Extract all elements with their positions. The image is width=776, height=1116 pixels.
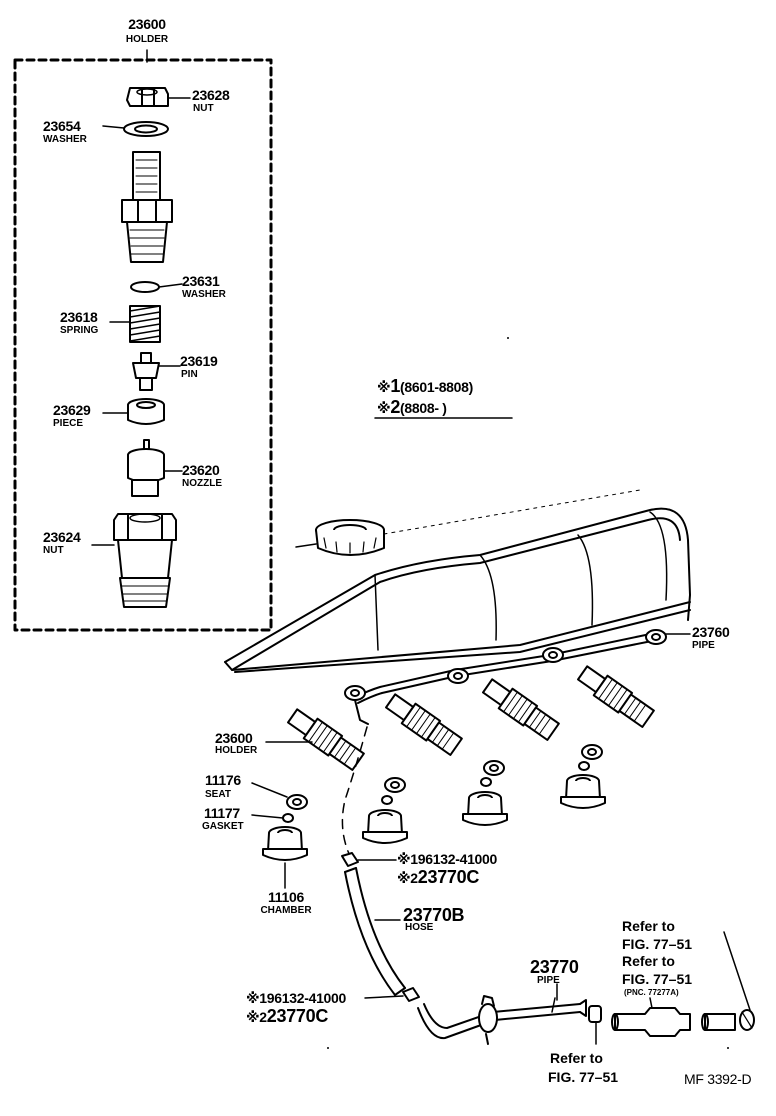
label-washer-upper-name: WASHER	[43, 134, 87, 145]
oil-filler-cap	[315, 519, 385, 556]
callout-lower-text-2: 23770C	[266, 1006, 329, 1026]
callout-upper-mark-1: ※1	[397, 851, 418, 867]
hose-clip-and-connectors	[588, 1005, 755, 1045]
reference-2-line-2: FIG. 77–51	[622, 971, 693, 987]
label-holder-mid-name: HOLDER	[215, 745, 258, 756]
injection-pipe-main	[344, 629, 667, 725]
label-washer-lower-number: 23631	[182, 273, 220, 289]
label-hose-number: 23770B	[403, 905, 465, 925]
combustion-chambers	[262, 774, 606, 861]
reference-2-line-1: Refer to	[622, 953, 675, 969]
legend-index-1: 1	[390, 376, 401, 396]
legend-index-2: 2	[390, 397, 401, 417]
legend-range-1: (8601-8808)	[400, 379, 474, 395]
leakage-pipe	[417, 995, 587, 1045]
reference-1-line-1: Refer to	[622, 918, 675, 934]
label-nut-bottom-number: 23624	[43, 529, 81, 545]
legend-mark-1: ※	[377, 379, 391, 395]
label-holder-top-number: 23600	[128, 16, 166, 32]
label-pipe-main-name: PIPE	[692, 640, 715, 651]
label-piece-number: 23629	[53, 402, 91, 418]
reference-2-subnote: (PNC. 77277A)	[624, 988, 679, 997]
label-holder-top-name: HOLDER	[125, 34, 169, 45]
label-washer-lower-name: WASHER	[182, 289, 226, 300]
label-chamber-number: 11106	[268, 889, 304, 905]
washer-upper-part	[123, 121, 169, 137]
label-hose-name: HOSE	[405, 922, 434, 933]
label-nut-top-number: 23628	[192, 87, 230, 103]
label-spring-number: 23618	[60, 309, 98, 325]
label-spring-name: SPRING	[60, 325, 99, 336]
legend-range-2: (8808- )	[400, 400, 447, 416]
callout-upper-part-number: ※196132-41000	[397, 852, 497, 866]
reference-3-line-1: Refer to	[550, 1050, 603, 1066]
label-pin-number: 23619	[180, 353, 218, 369]
hose-joint-upper	[341, 852, 359, 867]
spring-part	[129, 305, 161, 343]
legend-row-1: ※1(8601-8808)	[377, 377, 473, 395]
callout-upper-text-2: 23770C	[417, 867, 480, 887]
reference-3-line-2: FIG. 77–51	[548, 1069, 619, 1085]
label-seat-number: 11176	[205, 772, 241, 788]
label-nozzle-name: NOZZLE	[182, 478, 222, 489]
seats-and-gaskets	[282, 744, 603, 823]
label-washer-upper-number: 23654	[43, 118, 81, 134]
nut-top-part	[126, 87, 169, 107]
washer-lower-part	[130, 281, 160, 293]
label-chamber-name: CHAMBER	[260, 905, 312, 916]
label-holder-mid-number: 23600	[215, 730, 253, 746]
callout-lower-alt-part: ※223770C	[246, 1007, 328, 1025]
callout-lower-text-1: 96132-41000	[266, 990, 347, 1006]
callout-lower-mark-1: ※1	[246, 990, 267, 1006]
reference-1-line-2: FIG. 77–51	[622, 936, 693, 952]
label-gasket-name: GASKET	[202, 821, 244, 832]
holder-body-part	[121, 151, 173, 263]
label-pipe-small-number: 23770	[530, 957, 579, 977]
label-nut-top-name: NUT	[193, 103, 214, 114]
dashed-routing-line	[341, 726, 368, 857]
label-seat-name: SEAT	[205, 789, 231, 800]
injector-assembly-2	[385, 693, 463, 756]
label-nut-bottom-name: NUT	[43, 545, 64, 556]
holder-group-box	[13, 58, 273, 632]
label-nozzle-number: 23620	[182, 462, 220, 478]
callout-lower-mark-2: ※2	[246, 1009, 267, 1025]
valve-cover	[224, 507, 691, 673]
label-pipe-main-number: 23760	[692, 624, 730, 640]
leakage-hose	[344, 867, 406, 996]
callout-lower-part-number: ※196132-41000	[246, 991, 346, 1005]
hose-joint-lower	[402, 987, 420, 1002]
legend-mark-2: ※	[377, 400, 391, 416]
callout-upper-mark-2: ※2	[397, 870, 418, 886]
drawing-id: MF 3392-D	[684, 1071, 752, 1087]
nozzle-part	[127, 439, 165, 497]
legend-row-2: ※2(8808- )	[377, 398, 447, 416]
piece-part	[127, 398, 165, 425]
pin-part	[132, 352, 160, 391]
label-gasket-number: 11177	[204, 805, 240, 821]
callout-upper-text-1: 96132-41000	[417, 851, 498, 867]
injector-assembly-3	[482, 678, 560, 741]
injector-assembly-1	[287, 708, 365, 771]
callout-upper-alt-part: ※223770C	[397, 868, 479, 886]
label-piece-name: PIECE	[53, 418, 84, 429]
nut-bottom-part	[113, 513, 177, 608]
injector-assembly-4	[577, 665, 655, 728]
label-pipe-small-name: PIPE	[537, 975, 560, 986]
label-pin-name: PIN	[181, 369, 198, 380]
